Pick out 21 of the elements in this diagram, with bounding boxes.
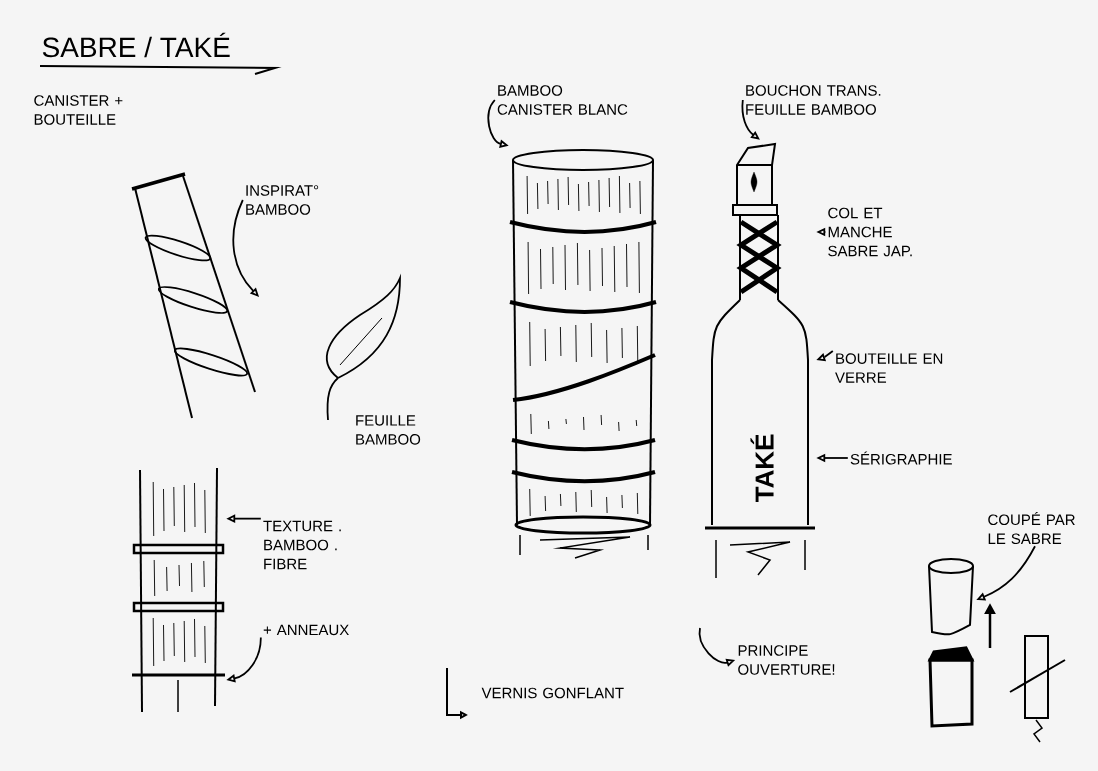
bottle-drawing	[705, 142, 815, 579]
canister-drawing	[509, 149, 657, 559]
note-text: FEUILLE BAMBOO	[356, 415, 421, 445]
handwritten-note: BOUCHON TRANS. FEUILLE BAMBOO	[746, 85, 881, 115]
handwritten-note: BOUTEILLE EN VERRE	[835, 353, 943, 383]
handwritten-note: PRINCIPE OUVERTURE!	[738, 645, 835, 675]
cup-drawing	[928, 558, 974, 636]
stick-drawing	[1009, 635, 1066, 743]
title: SABRE / TAKÉ	[42, 32, 230, 58]
handwritten-note: SÉRIGRAPHIE	[850, 451, 952, 465]
note-text: VERNIS GONFLANT	[481, 687, 624, 699]
handwritten-note: TEXTURE . BAMBOO . FIBRE	[263, 520, 341, 570]
bottle-print: TAKÉ	[750, 434, 774, 503]
leader-arrow	[741, 99, 760, 140]
handwritten-note: COUPÉ PAR LE SABRE	[988, 511, 1075, 545]
handwritten-note: COL ET MANCHE SABRE JAP.	[828, 207, 912, 257]
note-text: CANISTER + BOUTEILLE	[34, 95, 123, 125]
handwritten-note: INSPIRAT° BAMBOO	[246, 185, 319, 215]
bamboo-tube-drawing	[132, 467, 225, 713]
handwritten-note: + ANNEAUX	[263, 624, 349, 636]
handwritten-note: BAMBOO CANISTER BLANC	[497, 85, 628, 115]
